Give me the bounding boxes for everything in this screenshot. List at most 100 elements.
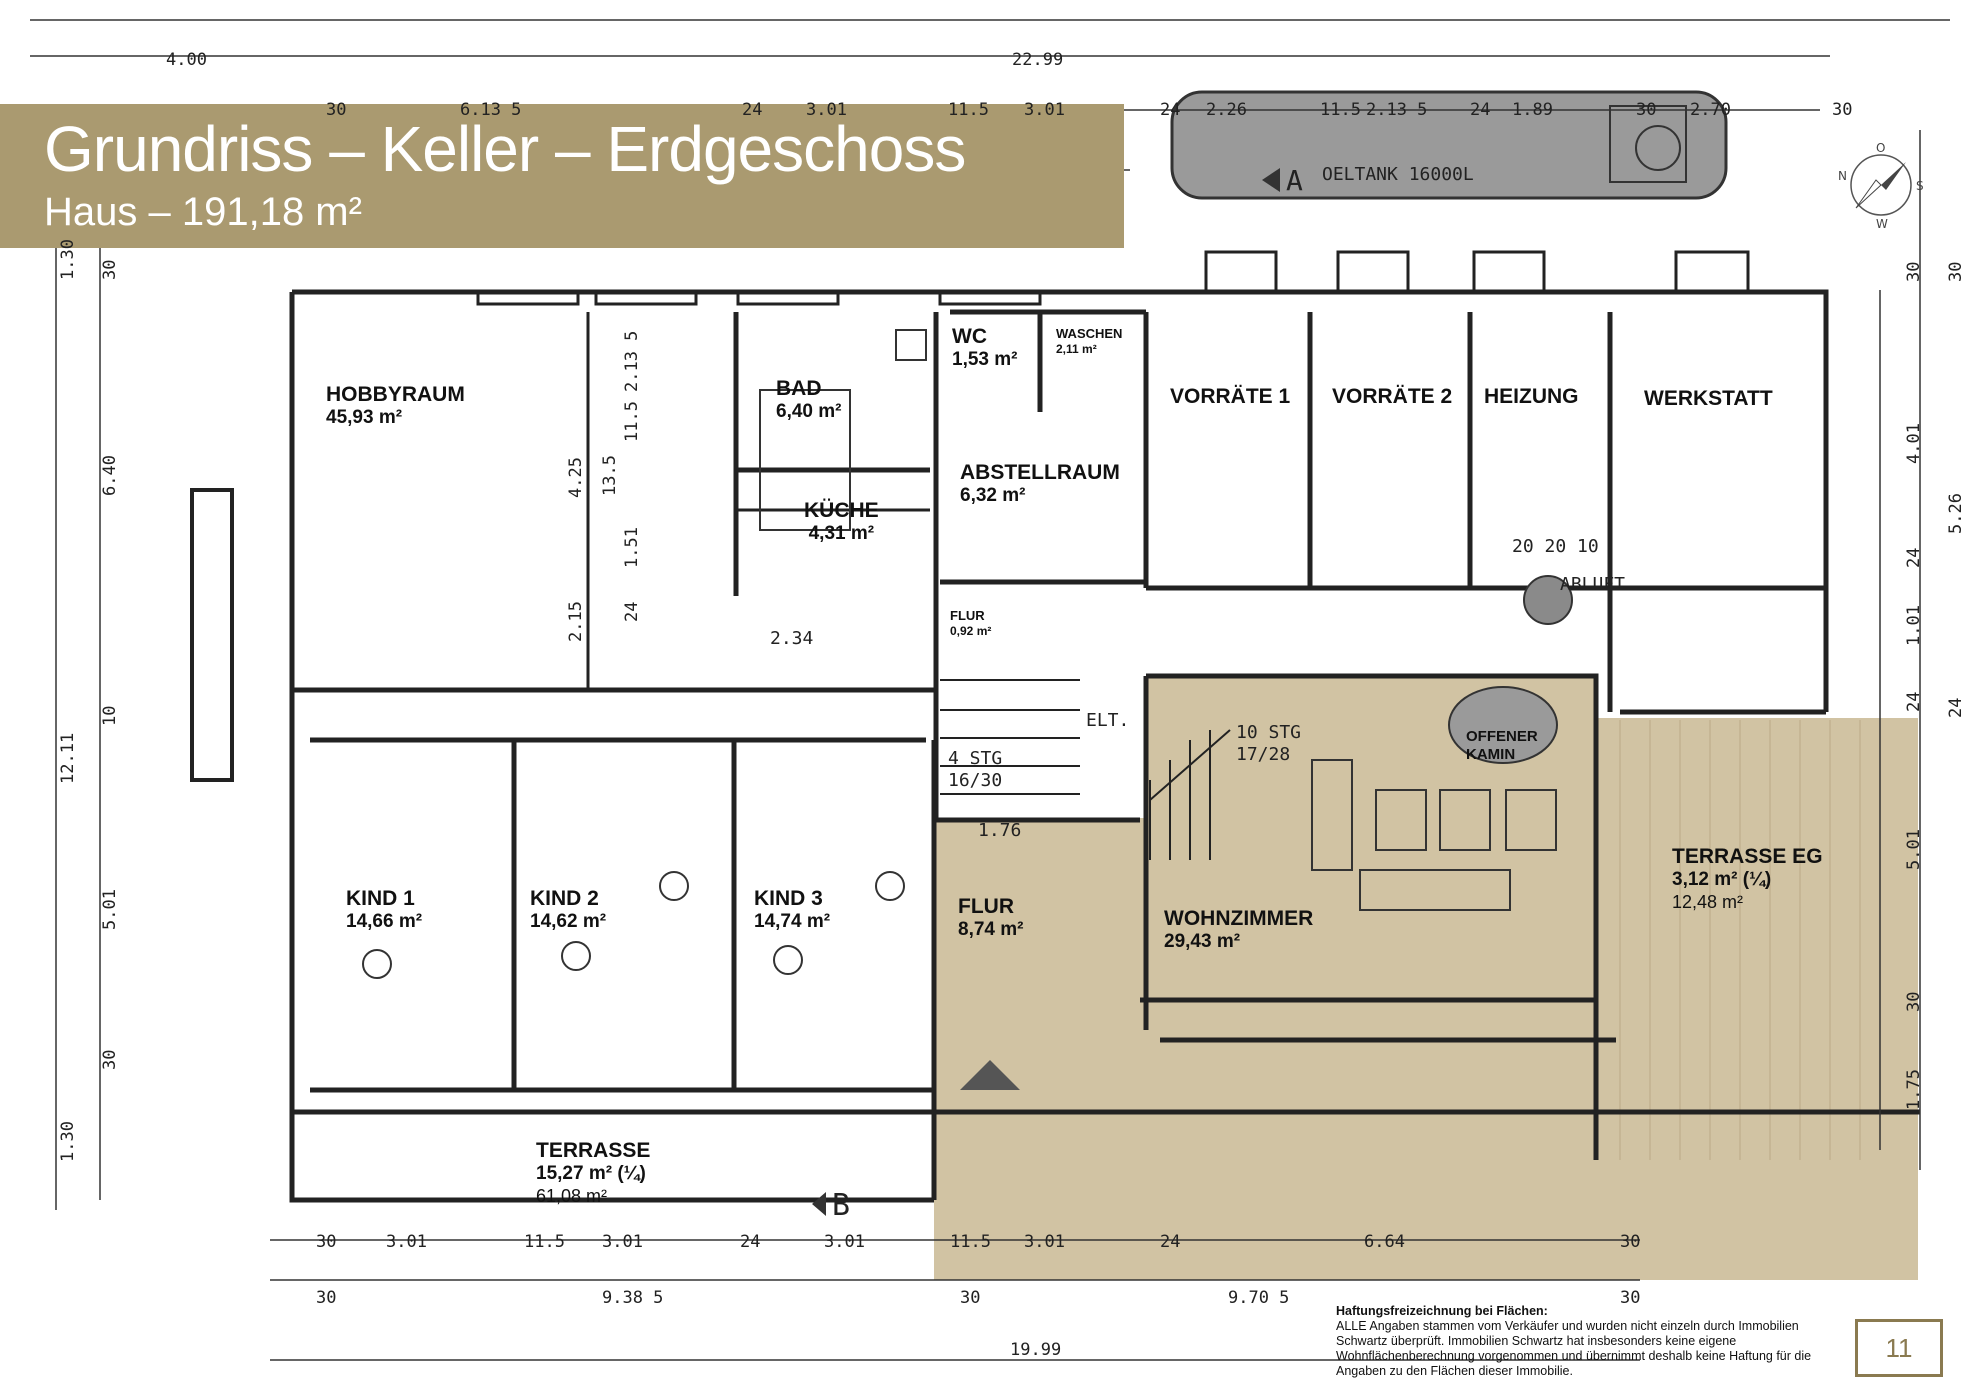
section-markers bbox=[812, 168, 1280, 1216]
chimney-dims: 20 20 10 bbox=[1512, 536, 1599, 557]
dim-top-13: 2.70 bbox=[1690, 100, 1731, 120]
room-name: OFFENER KAMIN bbox=[1466, 728, 1538, 763]
level-234: 2.34 bbox=[770, 628, 814, 649]
stairs-4-rise: 16/30 bbox=[948, 770, 1003, 791]
dim-int-2: 2.13 5 bbox=[622, 330, 642, 392]
room-area: 6,40 m² bbox=[776, 401, 842, 423]
dim-bottom2-4: 30 bbox=[1620, 1288, 1641, 1308]
dim-top-9: 2.13 5 bbox=[1366, 100, 1428, 120]
room-name: WOHNZIMMER bbox=[1164, 907, 1314, 930]
dim-right-0: 30 bbox=[1946, 261, 1966, 282]
disclaimer: Haftungsfreizeichnung bei Flächen: ALLE … bbox=[1336, 1304, 1826, 1379]
dim-int-3: 13.5 bbox=[600, 455, 620, 496]
dim-left-inner-2: 30 bbox=[100, 1049, 120, 1070]
room-name: VORRÄTE 1 bbox=[1170, 385, 1291, 408]
room-name: HEIZUNG bbox=[1484, 385, 1579, 408]
furniture bbox=[362, 105, 1687, 979]
room-kind-1: KIND 1 14,66 m² bbox=[346, 886, 422, 934]
compass-n: N bbox=[1838, 169, 1847, 183]
room-flur: FLUR 8,74 m² bbox=[958, 894, 1023, 942]
compass-s: S bbox=[1916, 179, 1924, 193]
dim-top-7: 2.26 bbox=[1206, 100, 1247, 120]
dim-bottom2-0: 30 bbox=[316, 1288, 337, 1308]
dim-top-1: 6.13 5 bbox=[460, 100, 522, 120]
room-wohnzimmer: WOHNZIMMER 29,43 m² bbox=[1164, 906, 1313, 954]
disclaimer-heading: Haftungsfreizeichnung bei Flächen: bbox=[1336, 1304, 1548, 1318]
room-offener-kamin: OFFENER KAMIN bbox=[1466, 728, 1552, 764]
room-area: 15,27 m² (¼) bbox=[536, 1163, 646, 1185]
room-name: KIND 2 bbox=[530, 887, 599, 910]
room-area: 14,66 m² bbox=[346, 911, 423, 933]
room-area: 1,53 m² bbox=[952, 349, 1018, 371]
dim-left-2: 12.11 bbox=[58, 732, 78, 784]
room-vorraete-1: VORRÄTE 1 bbox=[1170, 384, 1290, 409]
room-name: KIND 3 bbox=[754, 887, 823, 910]
dim-right-inner-2: 24 bbox=[1904, 547, 1924, 568]
room-heizung: HEIZUNG bbox=[1484, 384, 1579, 409]
windows bbox=[476, 250, 1750, 306]
room-name: FLUR bbox=[950, 608, 985, 623]
dim-int-6: 24 bbox=[622, 601, 642, 622]
room-name: TERRASSE bbox=[536, 1139, 651, 1162]
dim-bottom1-3: 3.01 bbox=[602, 1232, 643, 1252]
room-hobbyraum: HOBBYRAUM 45,93 m² bbox=[326, 382, 465, 430]
room-area: 14,62 m² bbox=[530, 911, 607, 933]
room-kueche: KÜCHE 4,31 m² bbox=[804, 498, 879, 546]
dim-top-4: 11.5 bbox=[948, 100, 989, 120]
boiler-shape bbox=[1523, 575, 1573, 625]
room-area: 8,74 m² bbox=[958, 919, 1024, 941]
dim-left-3: 5.01 bbox=[100, 889, 120, 930]
page-title: Grundriss – Keller – Erdgeschoss bbox=[44, 113, 966, 185]
stairs-4-label: 4 STG bbox=[948, 748, 1003, 769]
disclaimer-body: ALLE Angaben stammen vom Verkäufer und w… bbox=[1336, 1319, 1812, 1378]
dim-left-inner-0: 30 bbox=[100, 259, 120, 280]
compass-w: W bbox=[1876, 217, 1888, 230]
room-area: 29,43 m² bbox=[1164, 931, 1241, 953]
dim-right-inner-7: 1.75 bbox=[1904, 1069, 1924, 1110]
dim-bottom1-6: 11.5 bbox=[950, 1232, 991, 1252]
stairs bbox=[940, 679, 1231, 860]
room-terrasse-eg: TERRASSE EG 3,12 m² (¼) 12,48 m² bbox=[1672, 844, 1823, 914]
room-werkstatt: WERKSTATT bbox=[1644, 386, 1773, 411]
dim-left-0: 1.30 bbox=[58, 239, 78, 280]
dim-top-6: 24 bbox=[1160, 100, 1181, 120]
dim-right-inner-5: 5.01 bbox=[1904, 829, 1924, 870]
compass-icon: O S N W bbox=[1836, 140, 1926, 231]
dim-top-12: 30 bbox=[1636, 100, 1657, 120]
room-vorraete-2: VORRÄTE 2 bbox=[1332, 384, 1452, 409]
terrace-pattern bbox=[1619, 720, 1861, 1160]
dim-right-2: 24 bbox=[1946, 697, 1966, 718]
dim-bottom1-5: 3.01 bbox=[824, 1232, 865, 1252]
dim-top-5: 3.01 bbox=[1024, 100, 1065, 120]
dim-top-8: 11.5 bbox=[1320, 100, 1361, 120]
room-waschen: WASCHEN 2,11 m² bbox=[1056, 326, 1122, 356]
dim-bottom-total: 19.99 bbox=[1010, 1340, 1062, 1360]
dim-left-inner-1: 10 bbox=[100, 705, 120, 726]
stairs-10-rise: 17/28 bbox=[1236, 744, 1291, 765]
dim-right-1: 5.26 bbox=[1946, 493, 1966, 534]
dim-int-1: 2.15 bbox=[566, 601, 586, 642]
room-area: 45,93 m² bbox=[326, 407, 403, 429]
dim-left-1: 6.40 bbox=[100, 455, 120, 496]
dim-top-0: 30 bbox=[326, 100, 347, 120]
dim-right-inner-0: 30 bbox=[1904, 261, 1924, 282]
stairs-10-label: 10 STG bbox=[1236, 722, 1302, 743]
dim-right-inner-6: 30 bbox=[1904, 991, 1924, 1012]
dim-bottom1-10: 30 bbox=[1620, 1232, 1641, 1252]
dim-bottom1-7: 3.01 bbox=[1024, 1232, 1065, 1252]
dim-bottom2-1: 9.38 5 bbox=[602, 1288, 664, 1308]
walls bbox=[190, 289, 1920, 1203]
dim-int-0: 4.25 bbox=[566, 457, 586, 498]
room-name: WERKSTATT bbox=[1644, 387, 1773, 410]
page-number: 11 bbox=[1855, 1319, 1943, 1377]
dim-int-5: 1.51 bbox=[622, 527, 642, 568]
room-bad: BAD 6,40 m² bbox=[776, 376, 841, 424]
dim-bottom1-1: 3.01 bbox=[386, 1232, 427, 1252]
room-name: TERRASSE EG bbox=[1672, 845, 1823, 868]
room-area: 2,11 m² bbox=[1056, 341, 1097, 356]
oil-tank bbox=[1170, 90, 1728, 200]
room-kind-2: KIND 2 14,62 m² bbox=[530, 886, 606, 934]
dim-bottom1-4: 24 bbox=[740, 1232, 761, 1252]
room-area-full: 61,08 m² bbox=[536, 1185, 608, 1206]
